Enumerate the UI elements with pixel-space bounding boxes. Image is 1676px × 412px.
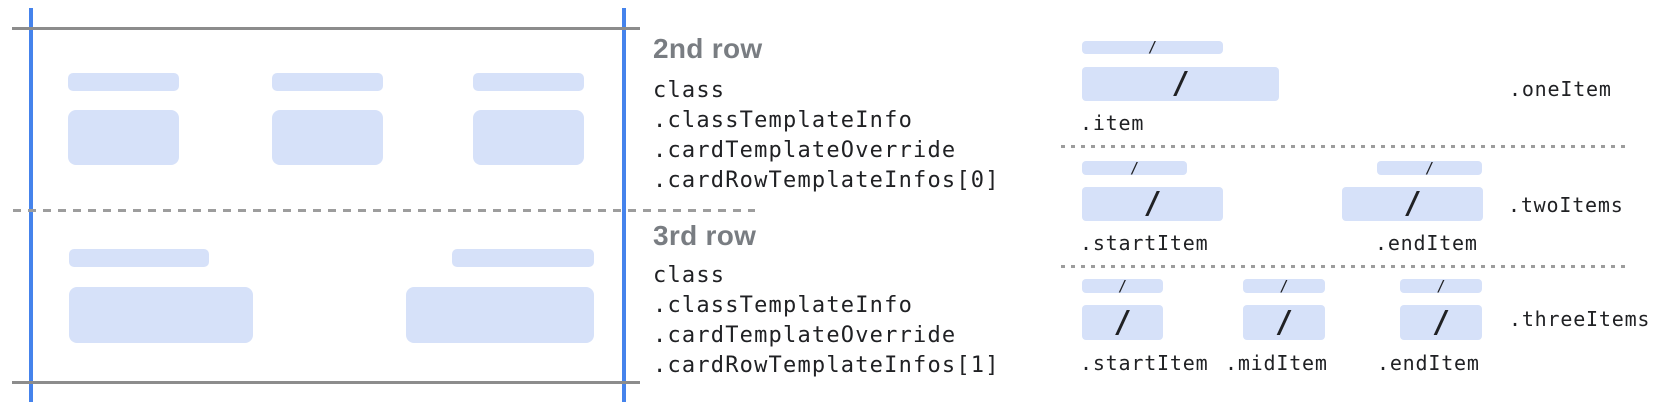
code-line: .classTemplateInfo	[653, 108, 914, 133]
code-line: .cardTemplateOverride	[653, 138, 957, 163]
two-items-row-label: .twoItems	[1508, 193, 1624, 217]
slash-icon: /	[1431, 304, 1451, 340]
card-top-boundary-line	[12, 27, 640, 30]
slash-icon: /	[1147, 38, 1158, 56]
slash-icon: /	[1436, 276, 1446, 295]
end-item-field-label: .endItem	[1375, 231, 1478, 255]
code-line: class	[653, 263, 726, 288]
card-left-edge-line	[29, 8, 33, 402]
item-value-bar: /	[1082, 187, 1223, 221]
item-label-bar: /	[1082, 38, 1223, 56]
item-value-bar: /	[1082, 67, 1279, 101]
item-field-label: .item	[1080, 111, 1145, 135]
code-line: .cardRowTemplateInfos[0]	[653, 168, 1000, 193]
start-item-field-label: .startItem	[1080, 231, 1209, 255]
third-row-heading: 3rd row	[653, 220, 757, 251]
slash-icon: /	[1143, 186, 1162, 221]
item-label-bar: /	[1400, 276, 1482, 295]
start-item-field-label: .startItem	[1080, 351, 1209, 375]
template-row-separator-dotted	[1061, 265, 1629, 268]
one-item-row-label: .oneItem	[1509, 77, 1612, 101]
slash-icon: /	[1274, 304, 1294, 340]
card-right-edge-line	[622, 8, 626, 402]
slash-icon: /	[1403, 186, 1422, 221]
code-line: class	[653, 78, 726, 103]
second-row-class-path: class .classTemplateInfo .cardTemplateOv…	[653, 76, 1000, 196]
third-row-class-path: class .classTemplateInfo .cardTemplateOv…	[653, 261, 1000, 381]
code-line: .classTemplateInfo	[653, 293, 914, 318]
item-value-bar: /	[1400, 305, 1482, 340]
card-bottom-boundary-line	[12, 381, 640, 384]
placeholder-value-box	[473, 110, 584, 165]
row-divider-dashed-line	[13, 209, 755, 212]
placeholder-value-box	[272, 110, 383, 165]
slash-icon: /	[1171, 66, 1190, 101]
slash-icon: /	[1279, 276, 1289, 295]
placeholder-label-bar	[452, 249, 594, 267]
item-label-bar: /	[1377, 158, 1482, 177]
template-row-separator-dotted	[1061, 145, 1629, 148]
item-label-bar: /	[1082, 276, 1163, 295]
item-label-bar: /	[1243, 276, 1325, 295]
three-items-row-label: .threeItems	[1509, 307, 1651, 331]
item-value-bar: /	[1082, 305, 1163, 340]
end-item-field-label: .endItem	[1377, 351, 1480, 375]
second-row-heading: 2nd row	[653, 33, 763, 64]
placeholder-label-bar	[69, 249, 209, 267]
placeholder-label-bar	[272, 73, 383, 91]
item-value-bar: /	[1342, 187, 1483, 221]
item-value-bar: /	[1243, 305, 1325, 340]
placeholder-value-box	[68, 110, 179, 165]
code-line: .cardRowTemplateInfos[1]	[653, 353, 1000, 378]
slash-icon: /	[1113, 304, 1132, 340]
item-label-bar: /	[1082, 158, 1187, 177]
mid-item-field-label: .midItem	[1225, 351, 1328, 375]
placeholder-value-box	[406, 287, 594, 343]
placeholder-label-bar	[473, 73, 584, 91]
slash-icon: /	[1129, 158, 1140, 177]
slash-icon: /	[1117, 276, 1128, 295]
placeholder-value-box	[69, 287, 253, 343]
code-line: .cardTemplateOverride	[653, 323, 957, 348]
slash-icon: /	[1424, 158, 1435, 177]
placeholder-label-bar	[68, 73, 179, 91]
